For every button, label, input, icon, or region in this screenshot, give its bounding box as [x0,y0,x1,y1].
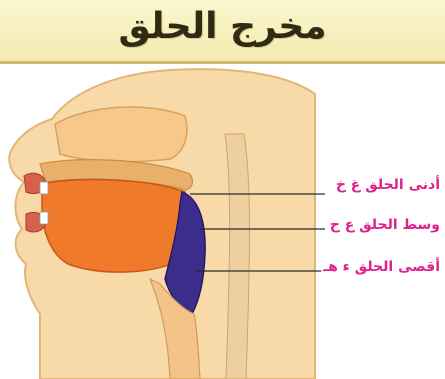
label-upper-throat: أدنى الحلق غ خ [334,177,442,193]
title-banner: مخرج الحلق [0,0,445,64]
lower-teeth [40,212,48,224]
tongue-oral-cavity [42,180,189,272]
throat-articulation-diagram: أدنى الحلق غ خ وسط الحلق ع ح أقصى الحلق … [0,64,445,379]
upper-teeth [40,182,48,194]
label-middle-throat: وسط الحلق ع ح [328,217,442,233]
nasal-cavity [55,107,187,162]
page-title: مخرج الحلق [0,6,445,47]
label-deep-throat: أقصى الحلق ء هـ [321,259,442,275]
